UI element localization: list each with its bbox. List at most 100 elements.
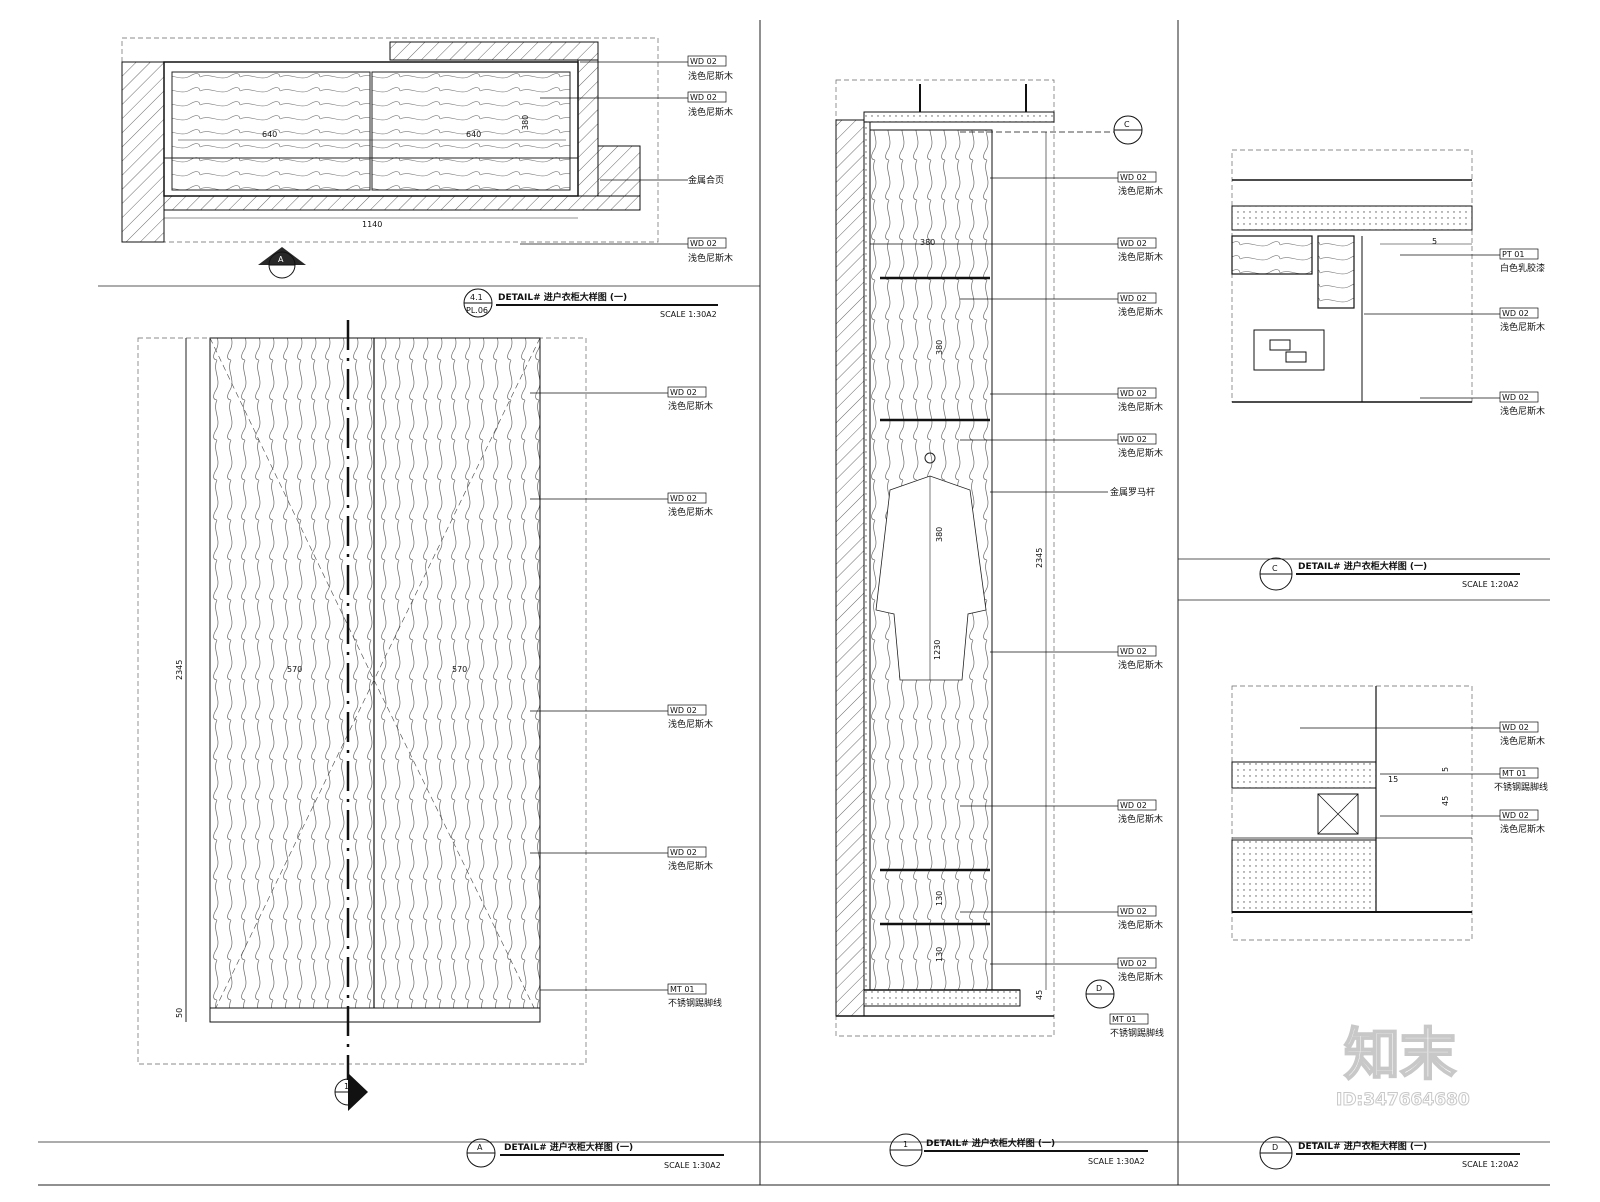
sec-dim-d3: 380 [935, 340, 944, 355]
detd-callout-2: MT 01 不锈钢踢脚线 [1494, 767, 1548, 793]
tag: WD 02 [670, 848, 697, 857]
tag: WD 02 [1120, 801, 1147, 810]
plan-view: 640 640 1140 380 A [121, 37, 659, 279]
title-number: D [1272, 1143, 1278, 1152]
sec-dim-d2: 380 [920, 238, 935, 247]
material-label: 不锈钢踢脚线 [1494, 781, 1548, 793]
title-block-c: C DETAIL# 进户衣柜大样图 (一) SCALE 1:20A2 [1259, 557, 1520, 591]
tag: WD 02 [1120, 647, 1147, 656]
elev-callout-3: WD 02 浅色尼斯木 [667, 704, 713, 730]
material-label: 不锈钢踢脚线 [1110, 1027, 1164, 1039]
title-scale: SCALE 1:30A2 [660, 310, 717, 319]
tag: WD 02 [670, 706, 697, 715]
elev-callout-5: MT 01 不锈钢踢脚线 [667, 983, 722, 1009]
title-text: DETAIL# 进户衣柜大样图 (一) [1298, 1140, 1427, 1152]
sec-callout-5: WD 02 浅色尼斯木 [1117, 433, 1163, 459]
material-label: 浅色尼斯木 [1118, 813, 1163, 825]
detc-callout-1: PT 01 白色乳胶漆 [1499, 248, 1545, 274]
detail-d-callouts [1300, 727, 1500, 817]
material-label: 浅色尼斯木 [1118, 251, 1163, 263]
sec-dim-base: 45 [1035, 990, 1044, 1000]
tag: WD 02 [1120, 435, 1147, 444]
elevation-a: 2345 570 570 50 1 [137, 320, 587, 1111]
sec-callout-rod: 金属罗马杆 [1110, 486, 1155, 498]
material-label: 浅色尼斯木 [1118, 919, 1163, 931]
material-label: 浅色尼斯木 [1118, 185, 1163, 197]
plan-dim-w1: 640 [262, 130, 277, 139]
watermark: 知末 ID:347664680 [1336, 1022, 1471, 1111]
detail-c-callouts [1364, 254, 1500, 399]
material-label: 浅色尼斯木 [1118, 401, 1163, 413]
plan-dim-w2: 640 [466, 130, 481, 139]
elev-dim-panel1: 570 [287, 665, 302, 674]
tag: WD 02 [1120, 959, 1147, 968]
tag: WD 02 [1502, 811, 1529, 820]
plan-callouts [520, 61, 688, 245]
sec-callout-2: WD 02 浅色尼斯木 [1117, 237, 1163, 263]
title-text: DETAIL# 进户衣柜大样图 (一) [1298, 560, 1427, 572]
title-block-4-1: 4.1 PL.06 DETAIL# 进户衣柜大样图 (一) SCALE 1:30… [463, 288, 718, 319]
title-block-d: D DETAIL# 进户衣柜大样图 (一) SCALE 1:20A2 [1259, 1136, 1520, 1170]
title-ref: PL.06 [466, 306, 488, 315]
sec-callout-10: MT 01 不锈钢踢脚线 [1109, 1013, 1164, 1039]
material-label: 浅色尼斯木 [668, 860, 713, 872]
material-label: 浅色尼斯木 [668, 718, 713, 730]
material-label: 不锈钢踢脚线 [668, 997, 722, 1009]
title-number: A [477, 1143, 483, 1152]
detc-callout-3: WD 02 浅色尼斯木 [1499, 391, 1545, 417]
elevation-callouts [530, 392, 668, 991]
material-label: 浅色尼斯木 [1118, 659, 1163, 671]
detd-dim-b: 5 [1441, 767, 1450, 772]
plan-callout-2: WD 02 浅色尼斯木 [687, 91, 733, 118]
material-label: 浅色尼斯木 [1118, 306, 1163, 318]
detail-c: 5 [1231, 149, 1473, 403]
tag: WD 02 [690, 239, 717, 248]
material-label: 浅色尼斯木 [1500, 823, 1545, 835]
material-label: 浅色尼斯木 [688, 252, 733, 264]
plan-callout-3: 金属合页 [688, 174, 724, 186]
sec-callout-1: WD 02 浅色尼斯木 [1117, 171, 1163, 197]
section-callouts [870, 177, 1118, 965]
title-number: 4.1 [470, 293, 483, 302]
tag: MT 01 [670, 985, 695, 994]
detd-callout-1: WD 02 浅色尼斯木 [1499, 721, 1545, 747]
detc-callout-2: WD 02 浅色尼斯木 [1499, 307, 1545, 333]
material-label: 浅色尼斯木 [688, 106, 733, 118]
plan-dim-depth: 380 [521, 115, 530, 130]
material-label: 浅色尼斯木 [668, 506, 713, 518]
detd-dim-a: 15 [1388, 775, 1398, 784]
title-block-a: A DETAIL# 进户衣柜大样图 (一) SCALE 1:30A2 [466, 1138, 724, 1170]
title-scale: SCALE 1:20A2 [1462, 1160, 1519, 1169]
material-label: 浅色尼斯木 [688, 70, 733, 82]
title-block-1: 1 DETAIL# 进户衣柜大样图 (一) SCALE 1:30A2 [889, 1133, 1148, 1167]
tag: WD 02 [1120, 389, 1147, 398]
detd-dim-c: 45 [1441, 796, 1450, 806]
watermark-brand: 知末 [1344, 1023, 1456, 1088]
sec-dim-height: 2345 [1035, 548, 1044, 568]
material-label: 浅色尼斯木 [1118, 971, 1163, 983]
sec-dim-s2: 130 [935, 947, 944, 962]
elev-section-marker: 1 [344, 1082, 349, 1091]
sec-marker-top: C [1124, 120, 1130, 129]
title-scale: SCALE 1:20A2 [1462, 580, 1519, 589]
sec-dim-s1: 130 [935, 891, 944, 906]
elev-dim-height: 2345 [175, 660, 184, 680]
sec-dim-d1: 380 [935, 527, 944, 542]
plan-section-marker: A [278, 255, 284, 264]
tag: WD 02 [1120, 907, 1147, 916]
title-scale: SCALE 1:30A2 [1088, 1157, 1145, 1166]
detd-callout-3: WD 02 浅色尼斯木 [1499, 809, 1545, 835]
sec-dim-hang: 1230 [933, 640, 942, 660]
tag: WD 02 [670, 388, 697, 397]
plan-callout-4: WD 02 浅色尼斯木 [687, 237, 733, 264]
material-label: 白色乳胶漆 [1500, 262, 1545, 274]
elev-dim-base: 50 [175, 1008, 184, 1018]
material-label: 浅色尼斯木 [668, 400, 713, 412]
tag: WD 02 [1120, 239, 1147, 248]
detail-d: 15 5 45 [1231, 685, 1473, 941]
tag: MT 01 [1112, 1015, 1137, 1024]
material-label: 金属罗马杆 [1110, 486, 1155, 498]
elev-callout-1: WD 02 浅色尼斯木 [667, 386, 713, 412]
material-label: 浅色尼斯木 [1500, 405, 1545, 417]
sec-callout-7: WD 02 浅色尼斯木 [1117, 799, 1163, 825]
